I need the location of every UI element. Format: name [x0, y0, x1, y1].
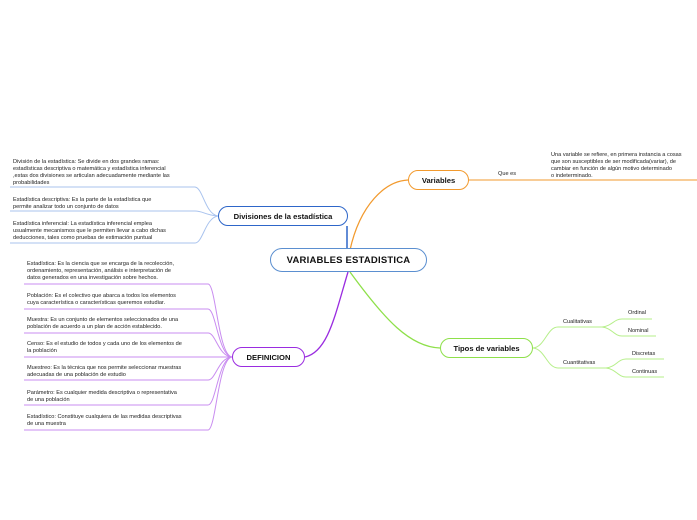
divisiones-item[interactable]: Estadística inferencial: La estadística …	[13, 221, 166, 241]
connector-cuant-discretas	[605, 358, 664, 369]
definicion-item[interactable]: Muestreo: Es la técnica que nos permite …	[27, 365, 182, 378]
connector-central-tipos	[349, 271, 441, 349]
connector-tipos-cuantitativas	[532, 347, 606, 369]
branch-definicion[interactable]: DEFINICION	[232, 347, 305, 367]
connector-def-leaf-5	[24, 356, 233, 381]
connector-cuant-continuas	[605, 367, 664, 378]
tipos-group-cualitativas[interactable]: Cualitativas	[563, 319, 592, 325]
definicion-item[interactable]: Estadística: Es la ciencia que se encarg…	[27, 261, 175, 281]
definicion-item[interactable]: Estadístico: Constituye cualquiera de la…	[27, 414, 182, 427]
tipos-child-nominal[interactable]: Nominal	[628, 328, 649, 334]
divisiones-item[interactable]: División de la estadística: Se divide en…	[13, 159, 170, 186]
central-topic[interactable]: VARIABLES ESTADISTICA	[270, 248, 427, 272]
tipos-child-continuas[interactable]: Continuas	[632, 369, 658, 375]
branch-tipos[interactable]: Tipos de variables	[440, 338, 533, 358]
connector-central-definicion	[304, 271, 349, 358]
connector-div-leaf-2	[10, 210, 219, 217]
connector-def-leaf-2	[24, 308, 233, 358]
connector-cual-ordinal	[601, 318, 652, 328]
connector-def-leaf-6	[24, 356, 233, 406]
definicion-item[interactable]: Población: Es el colectivo que abarca a …	[27, 293, 176, 306]
connector-div-leaf-1	[10, 186, 219, 217]
subtopic-que-es[interactable]: Que es	[498, 171, 517, 177]
definicion-item[interactable]: Parámetro: Es cualquier medida descripti…	[27, 390, 177, 403]
branch-divisiones[interactable]: Divisiones de la estadística	[218, 206, 348, 226]
definicion-item[interactable]: Censo: Es el estudio de todos y cada uno…	[27, 341, 182, 354]
branch-variables[interactable]: Variables	[408, 170, 469, 190]
variables-definition[interactable]: Una variable se refiere, en primera inst…	[551, 152, 682, 179]
tipos-child-discretas[interactable]: Discretas	[632, 351, 656, 357]
connector-def-leaf-3	[24, 332, 233, 358]
divisiones-item[interactable]: Estadística descriptiva: Es la parte de …	[13, 197, 152, 210]
definicion-item[interactable]: Muestra: Es un conjunto de elementos sel…	[27, 317, 179, 330]
connector-div-leaf-3	[10, 215, 219, 244]
connector-def-leaf-7	[24, 356, 233, 431]
tipos-child-ordinal[interactable]: Ordinal	[628, 310, 647, 316]
connector-tipos-cualitativas	[532, 326, 602, 349]
tipos-group-cuantitativas[interactable]: Cuantitativas	[563, 360, 596, 366]
connector-cual-nominal	[601, 326, 656, 337]
connector-central-variables	[349, 179, 409, 251]
connector-def-leaf-1	[24, 283, 233, 358]
